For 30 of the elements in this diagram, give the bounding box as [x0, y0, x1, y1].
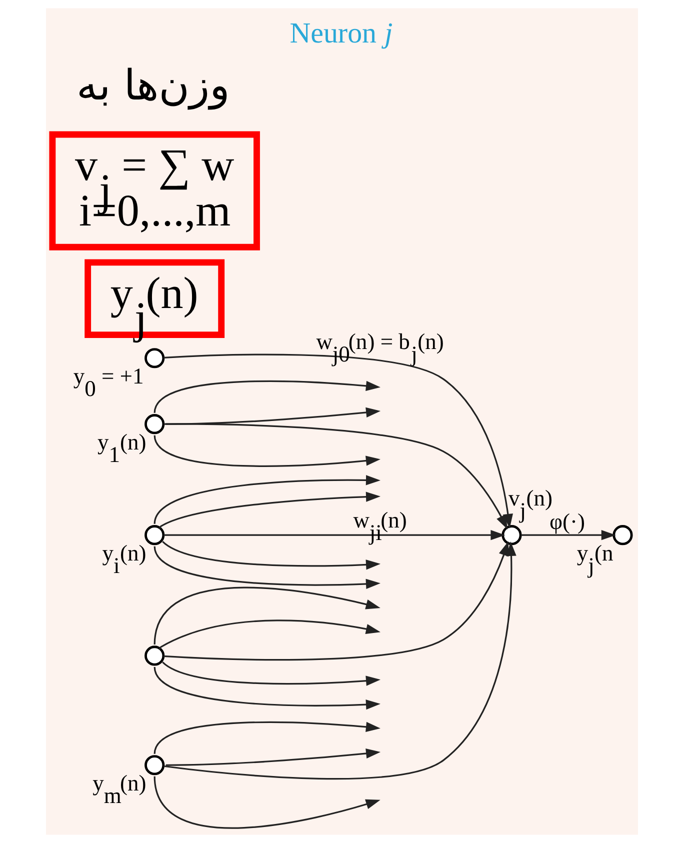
arrow	[158, 620, 380, 650]
arrow	[163, 354, 512, 528]
arrow	[163, 423, 508, 530]
arrow	[153, 776, 380, 829]
node-circle	[144, 348, 164, 368]
arrow	[162, 542, 516, 780]
edge-label: φ(·)	[549, 508, 585, 534]
arrow	[162, 540, 380, 570]
arrow	[153, 721, 380, 754]
arrow	[162, 662, 380, 686]
label: وزن‌ها به	[76, 60, 230, 110]
diagram-title: Neuron j	[289, 18, 392, 50]
arrow	[153, 666, 380, 710]
arrow	[165, 407, 380, 425]
arrow	[163, 530, 505, 540]
arrow	[165, 748, 380, 766]
node-circle	[612, 525, 632, 546]
node-circle	[144, 414, 164, 434]
arrow	[153, 435, 380, 467]
arrow	[158, 492, 380, 530]
arrow	[153, 475, 380, 524]
arrow	[153, 380, 380, 414]
node-circle	[144, 755, 164, 776]
arrow	[153, 546, 380, 589]
arrow	[153, 586, 380, 645]
node-circle	[144, 525, 164, 546]
arrow	[520, 530, 616, 540]
node-circle	[501, 525, 522, 546]
arrow	[162, 541, 508, 661]
node-circle	[144, 646, 164, 666]
